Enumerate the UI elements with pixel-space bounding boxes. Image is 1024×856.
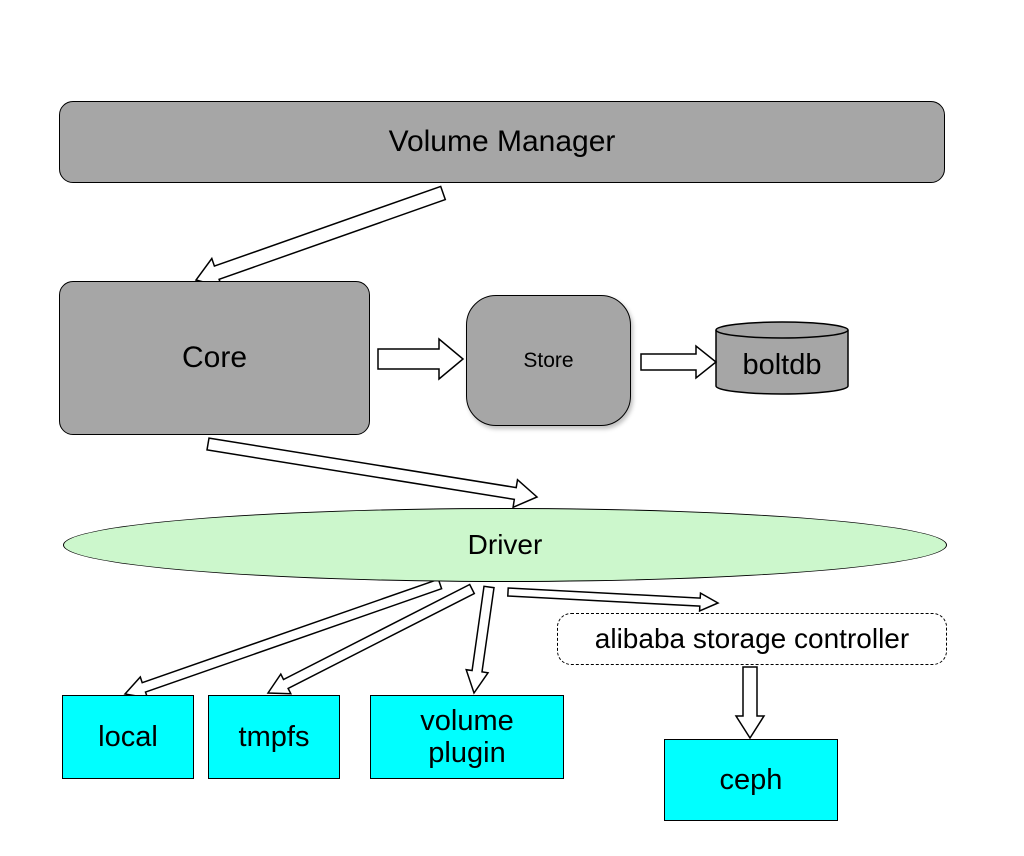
arrow-driver-to-volume-plugin [465, 585, 495, 695]
arrow-core-to-store [377, 337, 465, 381]
ceph-label: ceph [719, 763, 783, 796]
core-label: Core [181, 341, 248, 375]
boltdb-label: boltdb [742, 348, 822, 381]
arrow-store-to-boltdb [640, 344, 718, 380]
ceph-backend-box: ceph [664, 739, 838, 821]
local-label: local [98, 720, 158, 753]
arrow-driver-to-local [123, 578, 443, 699]
storage-controller-label: alibaba storage controller [594, 623, 910, 655]
arrow-driver-to-storage-controller [507, 587, 720, 613]
tmpfs-backend-box: tmpfs [208, 695, 340, 779]
store-box: Store [466, 295, 631, 426]
driver-box: Driver [63, 508, 947, 582]
arrow-storage-controller-to-ceph [734, 666, 766, 740]
storage-controller-box: alibaba storage controller [557, 613, 947, 665]
arrow-volume-manager-to-core [194, 185, 447, 288]
driver-label: Driver [467, 529, 543, 561]
volume-manager-box: Volume Manager [59, 101, 945, 183]
core-box: Core [59, 281, 370, 435]
volume-plugin-box: volume plugin [370, 695, 564, 779]
local-backend-box: local [62, 695, 194, 779]
volume-manager-label: Volume Manager [388, 125, 616, 159]
tmpfs-label: tmpfs [238, 720, 310, 753]
store-label: Store [523, 348, 574, 372]
arrow-driver-to-tmpfs [266, 583, 476, 695]
volume-plugin-label: volume plugin [420, 704, 514, 769]
arrow-core-to-driver [206, 437, 539, 509]
